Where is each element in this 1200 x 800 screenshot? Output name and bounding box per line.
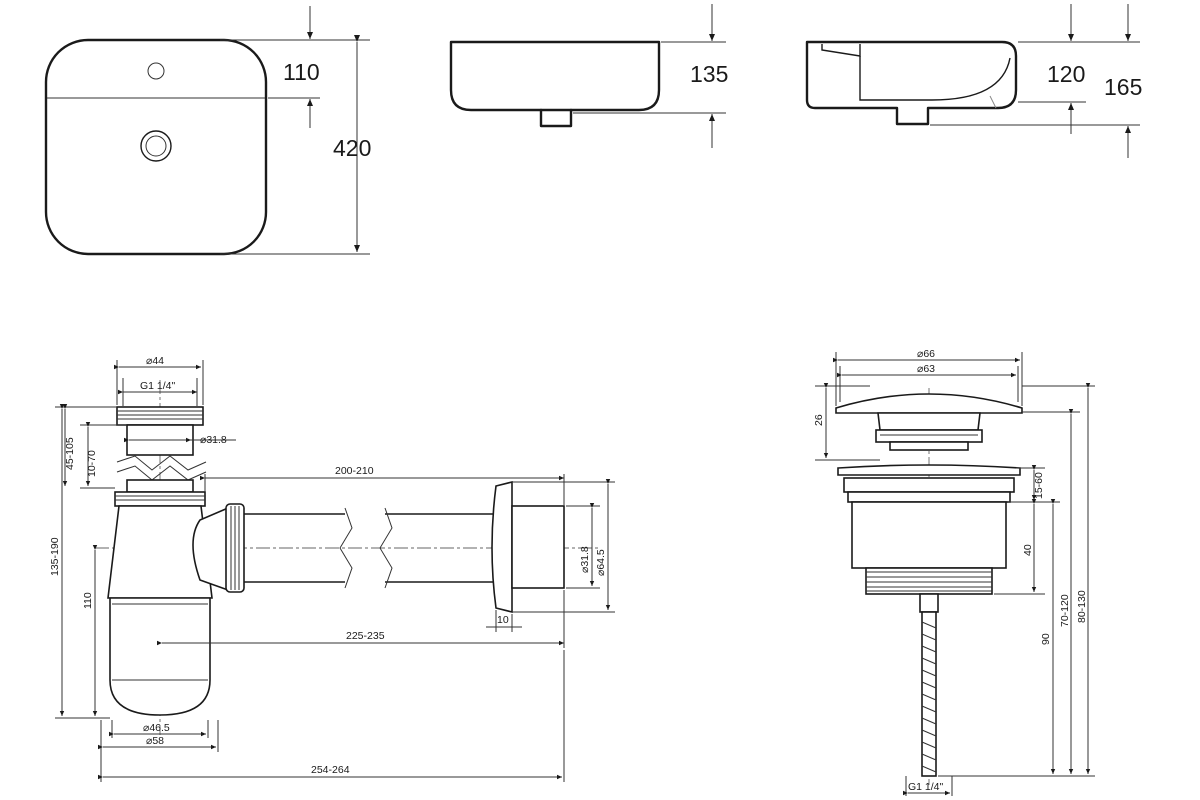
drain-valve: ⌀66 ⌀63 26 15-60 40 90 70-120 80-130 G1 … <box>813 348 1095 796</box>
pipe-break-right <box>379 507 393 589</box>
dim-label-70-120: 70-120 <box>1059 594 1071 627</box>
dim-label-110-siphon: 110 <box>82 592 94 609</box>
dim-label-15-60: 15-60 <box>1033 472 1045 499</box>
dim-label-d318-wall: ⌀31.8 <box>579 546 591 573</box>
dim-label-d63: ⌀63 <box>917 363 935 375</box>
valve-stem-upper <box>889 441 969 451</box>
bottle-siphon: ⌀44 G1 1/4" ⌀31.8 45-105 10-70 135-190 1… <box>49 355 615 782</box>
dim-label-110: 110 <box>283 59 320 85</box>
dim-label-225-235: 225-235 <box>346 630 385 642</box>
bottle-cup <box>109 597 211 716</box>
dim-label-d66: ⌀66 <box>917 348 935 360</box>
basin-side-bowl <box>859 56 1011 101</box>
basin-side-rim <box>821 44 861 57</box>
dim-label-200-210: 200-210 <box>335 465 374 477</box>
waste-outlet <box>539 108 573 128</box>
break-mark-lower <box>116 465 207 481</box>
tap-hole <box>147 62 165 80</box>
dim-label-g114-siphon: G1 1/4" <box>140 380 176 392</box>
dim-label-45-105: 45-105 <box>64 437 76 470</box>
basin-side-view: 120 165 <box>805 4 1142 158</box>
wall-pipe <box>511 505 565 589</box>
drain-hole-inner <box>145 135 167 157</box>
outlet-elbow <box>192 506 229 592</box>
basin-side-outline <box>805 40 1018 126</box>
valve-body <box>851 501 1007 569</box>
pipe-break-left <box>339 507 353 589</box>
dim-label-d645: ⌀64.5 <box>595 549 607 576</box>
dim-label-d44: ⌀44 <box>146 355 164 367</box>
lower-nut <box>114 491 206 507</box>
dim-label-420: 420 <box>333 135 371 161</box>
dim-label-135: 135 <box>690 61 728 87</box>
drain-hole-outer <box>140 130 172 162</box>
dim-label-90: 90 <box>1040 633 1052 645</box>
dim-label-80-130: 80-130 <box>1076 590 1088 623</box>
dim-label-120: 120 <box>1047 61 1085 87</box>
basin-front-view: 135 <box>449 4 728 148</box>
dim-label-10-flange: 10 <box>497 614 509 626</box>
basin-outline <box>44 38 268 256</box>
basin-top-view: 420 110 <box>44 6 371 256</box>
break-mark-upper <box>116 455 207 471</box>
basin-front-outline <box>449 40 661 112</box>
bottle-body <box>107 505 213 599</box>
dim-label-135-190: 135-190 <box>49 537 61 576</box>
dim-label-10-70: 10-70 <box>86 450 98 477</box>
valve-cap <box>835 393 1023 414</box>
dim-label-d318-inlet: ⌀31.8 <box>200 434 227 446</box>
dim-label-d465: ⌀46.5 <box>143 722 170 734</box>
dim-label-g114-valve: G1 1/4" <box>908 781 944 793</box>
wall-flange <box>491 480 513 614</box>
dim-label-d58: ⌀58 <box>146 735 164 747</box>
dim-label-165: 165 <box>1104 74 1142 100</box>
valve-flange <box>837 464 1021 476</box>
dim-label-26: 26 <box>813 414 825 426</box>
top-nut <box>116 406 204 426</box>
dim-label-254-264: 254-264 <box>311 764 350 776</box>
dim-label-40: 40 <box>1022 544 1034 556</box>
